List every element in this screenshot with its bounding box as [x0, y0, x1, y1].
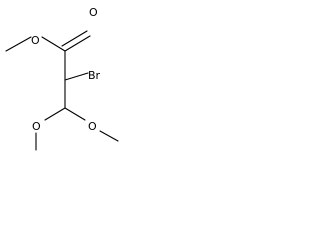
chemical-structure: O O Br O O: [5, 6, 119, 151]
bond-acetal-carbon-to-methoxy-oxygen-2: [64, 107, 86, 121]
methoxy-oxygen-1-label: O: [32, 120, 41, 133]
ester-oxygen-label: O: [31, 34, 40, 47]
carbonyl-oxygen-label: O: [89, 6, 98, 19]
bond-alpha-carbon-to-bromine: [64, 72, 89, 81]
bond-methoxy-oxygen-2-to-methyl: [99, 130, 119, 142]
methoxy-oxygen-2-label: O: [88, 120, 97, 133]
bond-methyl-to-ester-oxygen: [5, 36, 32, 52]
bond-acetal-carbon-to-methoxy-oxygen-1: [44, 107, 66, 121]
bromine-label: Br: [88, 69, 101, 82]
bond-carbonyl-double-a: [64, 35, 91, 52]
bond-ester-oxygen-to-carbonyl-carbon: [41, 36, 66, 52]
bond-carbonyl-double-b: [61, 30, 88, 47]
